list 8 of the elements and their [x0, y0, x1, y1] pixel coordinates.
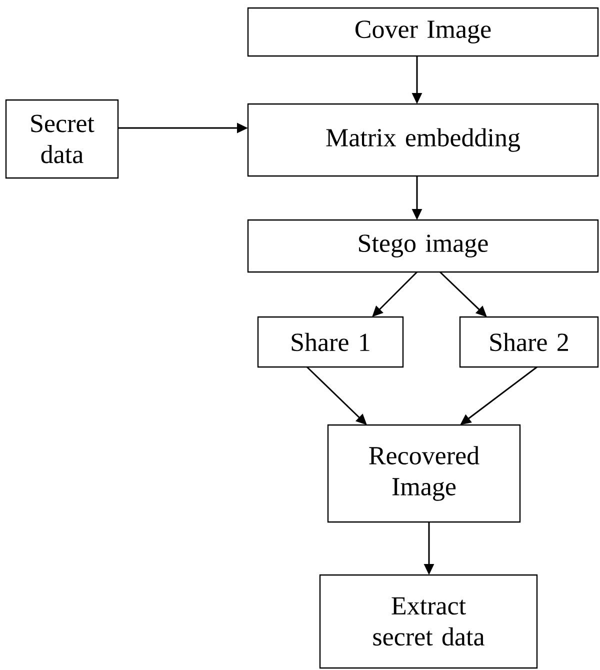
- process-box: Share 1: [257, 316, 404, 368]
- process-box: Stego image: [247, 219, 599, 273]
- process-box: Share 2: [459, 316, 599, 368]
- process-box: Secret data: [5, 99, 119, 179]
- process-box: Extract secret data: [319, 574, 538, 669]
- process-box: Recovered Image: [327, 424, 521, 523]
- process-box: Cover Image: [247, 7, 599, 57]
- process-box: Matrix embedding: [247, 103, 599, 177]
